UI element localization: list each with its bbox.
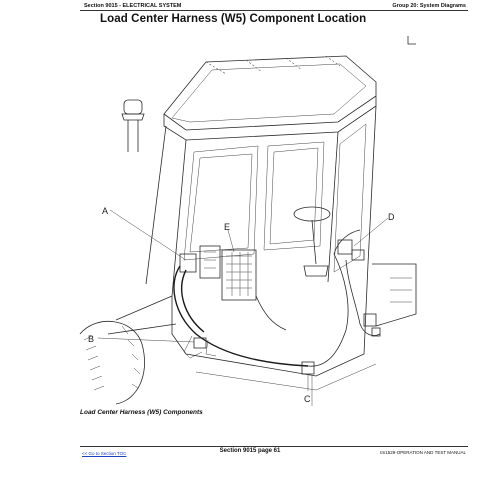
- load-center-fuse-box: [179, 245, 257, 301]
- callout-d: D: [388, 212, 395, 222]
- header-group: Group 20: System Diagrams: [392, 3, 466, 9]
- section-toc-link[interactable]: << Go to Section TOC: [82, 451, 127, 456]
- callout-leaders: [97, 209, 389, 391]
- lower-body: [171, 263, 377, 406]
- callout-a: A: [102, 206, 108, 216]
- header-divider: [80, 10, 468, 11]
- callout-c: C: [304, 394, 311, 404]
- callout-b: B: [88, 334, 94, 344]
- figure-caption: Load Center Harness (W5) Components: [80, 409, 203, 416]
- harness-location-drawing: A B C D E: [79, 36, 417, 406]
- harness-bundles: [173, 229, 361, 375]
- corner-mark: [407, 36, 416, 45]
- right-side-connectors: [337, 239, 381, 337]
- callout-e: E: [224, 222, 230, 232]
- steering-column: [293, 206, 331, 277]
- footer-page-number: Section 9015 page 61: [219, 448, 281, 454]
- cab-frame: [145, 105, 377, 297]
- header-section: Section 9015 - ELECTRICAL SYSTEM: [84, 3, 182, 9]
- footer-manual-id: tm1529-OPERATION AND TEST MANUAL: [380, 450, 466, 455]
- page-title: Load Center Harness (W5) Component Locat…: [100, 13, 367, 25]
- cab-roof: [163, 55, 377, 141]
- front-tire: [79, 320, 145, 405]
- rear-structure: [107, 263, 417, 335]
- footer-divider: [80, 446, 468, 447]
- pre-cleaner: [121, 99, 145, 152]
